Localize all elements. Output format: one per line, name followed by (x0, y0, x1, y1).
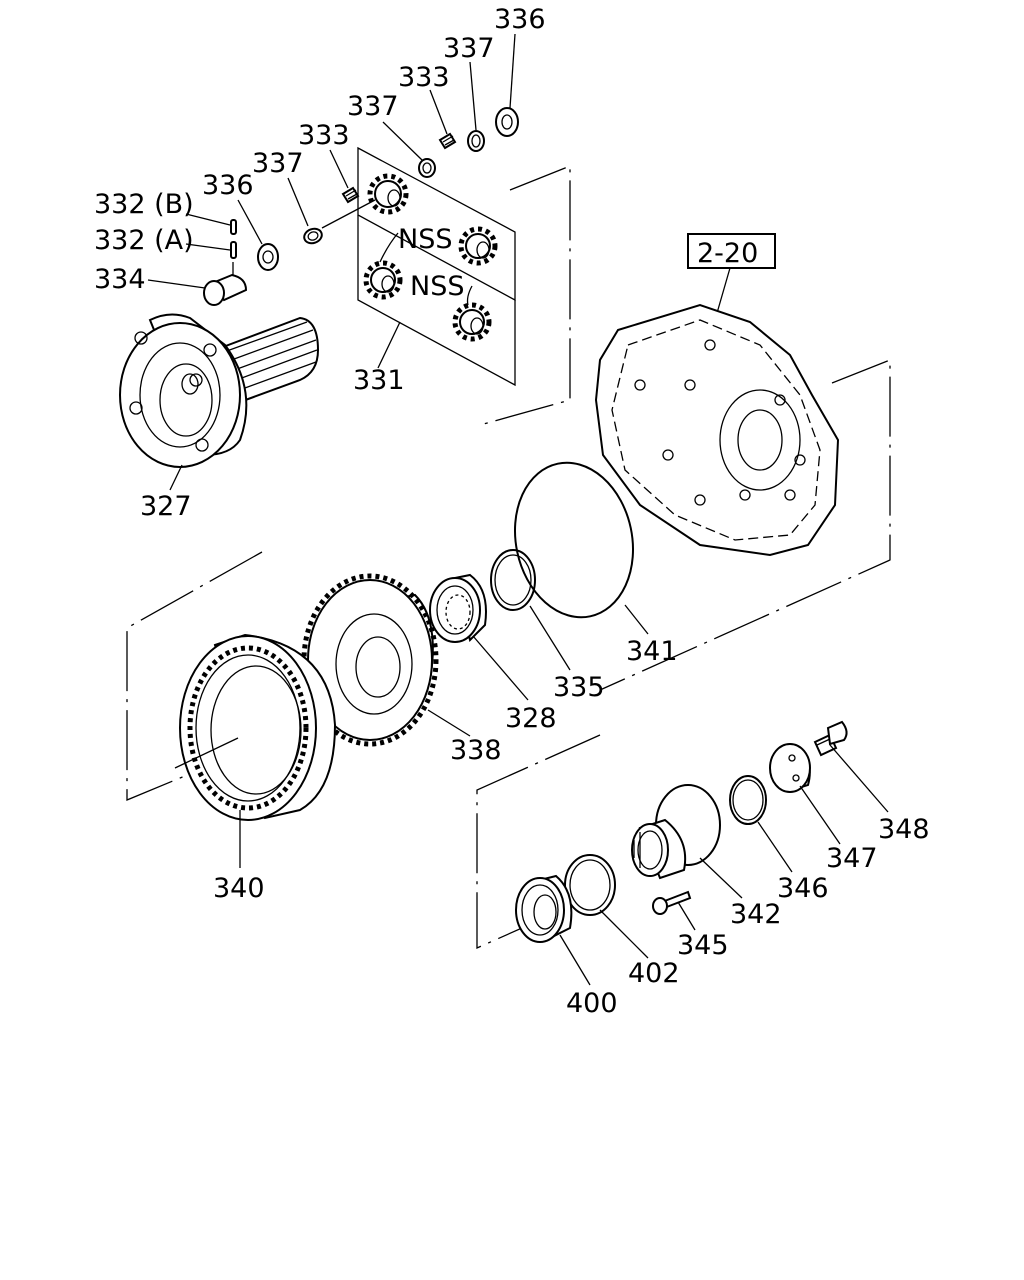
leader-lines (147, 33, 889, 986)
bolt-345 (652, 890, 692, 915)
label-nss-upper: NSS (398, 224, 452, 255)
label-342: 342 (730, 899, 782, 930)
thrust-washer-337-a (303, 227, 323, 245)
label-331: 331 (353, 365, 405, 396)
label-nss-lower: NSS (410, 271, 464, 302)
pin-332-a (230, 241, 237, 259)
thrust-washer-337-b (418, 158, 436, 178)
washer-336-a (495, 107, 519, 137)
label-337-low: 337 (252, 148, 304, 179)
hub-flange-342 (631, 784, 721, 880)
label-402: 402 (628, 958, 680, 989)
label-338: 338 (450, 735, 502, 766)
washer-336-b (257, 243, 279, 271)
label-340: 340 (213, 873, 265, 904)
label-335: 335 (553, 672, 605, 703)
label-2-20: 2-20 (697, 238, 758, 269)
label-337-mid: 337 (347, 91, 399, 122)
planet-gear-331-d (452, 302, 492, 342)
pin-332-b (230, 219, 237, 235)
label-341: 341 (626, 636, 678, 667)
label-333-mid: 333 (298, 120, 350, 151)
needle-bearing-333-a (341, 186, 360, 204)
thrust-washer-337-c (467, 130, 485, 152)
label-332-b: 332 (B) (94, 189, 194, 220)
label-400: 400 (566, 988, 618, 1019)
planet-gear-331-b (458, 226, 498, 266)
reference-box-2-20 (687, 233, 776, 269)
bearing-400 (515, 874, 573, 943)
part-labels: 336 337 333 337 333 337 336 332 (B) 332 … (94, 4, 930, 1019)
snap-ring-402 (564, 854, 616, 916)
planet-carrier-327 (119, 313, 320, 468)
label-327: 327 (140, 491, 192, 522)
group-frame-hub (476, 734, 601, 950)
label-333-top: 333 (398, 62, 450, 93)
ring-gear-340 (179, 633, 337, 821)
label-332-a: 332 (A) (94, 225, 194, 256)
cover-plate-347 (769, 743, 811, 793)
bearing-328 (429, 573, 487, 643)
group-frame-housing (599, 359, 891, 691)
o-ring-341 (513, 461, 635, 619)
label-336-top: 336 (494, 4, 546, 35)
snap-ring-335 (490, 549, 536, 611)
label-348: 348 (878, 814, 930, 845)
label-334: 334 (94, 264, 146, 295)
label-346: 346 (777, 873, 829, 904)
transmission-housing (594, 303, 840, 557)
needle-bearing-333-b (438, 132, 457, 150)
label-347: 347 (826, 843, 878, 874)
bolt-348 (813, 720, 848, 757)
label-337-top: 337 (443, 33, 495, 64)
internal-gear-338 (301, 573, 439, 747)
label-336-low: 336 (202, 170, 254, 201)
planet-gear-331-c (363, 260, 403, 300)
label-345: 345 (677, 930, 729, 961)
planet-gear-set-frame (357, 146, 516, 387)
o-ring-346 (729, 775, 767, 825)
group-frame-planet-gears (479, 165, 571, 426)
planet-gear-331-a (367, 173, 409, 215)
label-328: 328 (505, 703, 557, 734)
pinion-shaft-334 (203, 262, 248, 306)
